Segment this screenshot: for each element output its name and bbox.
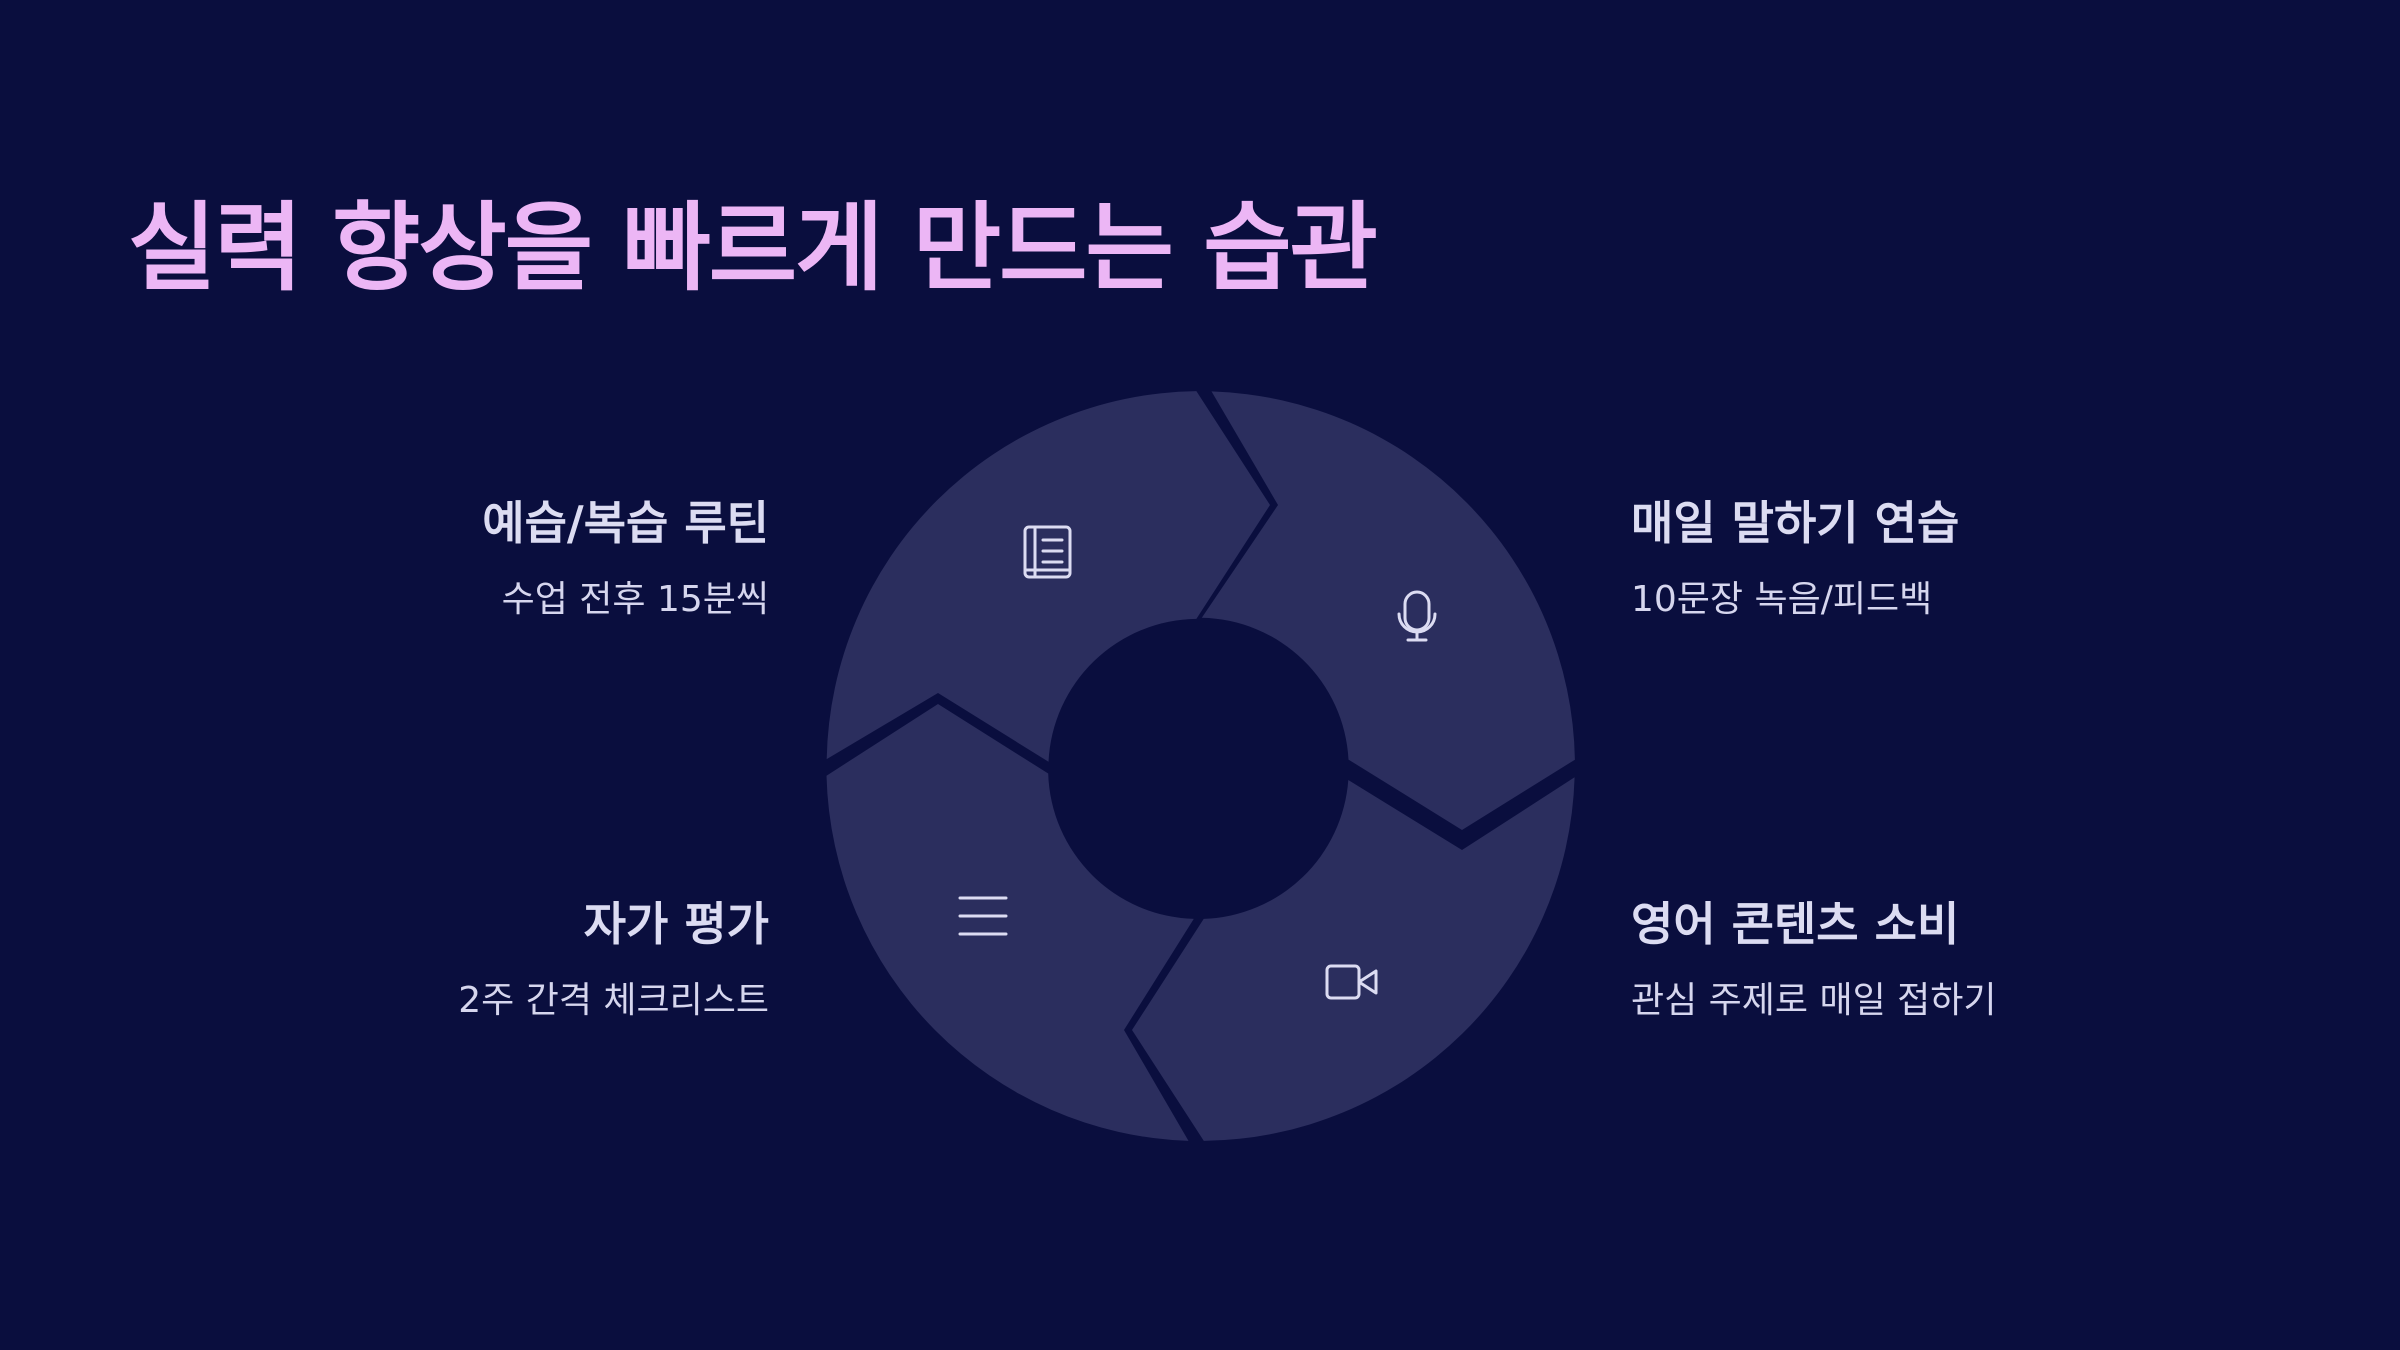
step-content-description: 관심 주제로 매일 접하기 (1631, 980, 1997, 1021)
book-icon (1023, 525, 1072, 579)
step-assessment-label: 자가 평가 2주 간격 체크리스트 (129, 901, 769, 1019)
step-assessment-heading: 자가 평가 (583, 897, 769, 951)
list-icon (958, 896, 1008, 936)
step-speaking-label: 매일 말하기 연습 10문장 녹음/피드백 (1631, 500, 2271, 618)
step-assessment-description: 2주 간격 체크리스트 (458, 980, 769, 1021)
step-review-description: 수업 전후 15분씩 (501, 579, 769, 620)
step-speaking-description: 10문장 녹음/피드백 (1631, 579, 1933, 620)
step-speaking-heading: 매일 말하기 연습 (1631, 496, 1960, 550)
cycle-segment-assessment (826, 704, 1194, 1141)
step-review-label: 예습/복습 루틴 수업 전후 15분씩 (129, 500, 769, 618)
video-camera-icon (1325, 964, 1378, 1000)
microphone-icon (1397, 590, 1437, 642)
cycle-segment-content (1132, 777, 1575, 1141)
cycle-segment-speaking (1201, 391, 1575, 830)
step-review-heading: 예습/복습 루틴 (482, 496, 769, 550)
step-content-heading: 영어 콘텐츠 소비 (1631, 897, 1960, 951)
step-content-label: 영어 콘텐츠 소비 관심 주제로 매일 접하기 (1631, 901, 2271, 1019)
page-title: 실력 향상을 빠르게 만드는 습관 (128, 192, 1378, 304)
